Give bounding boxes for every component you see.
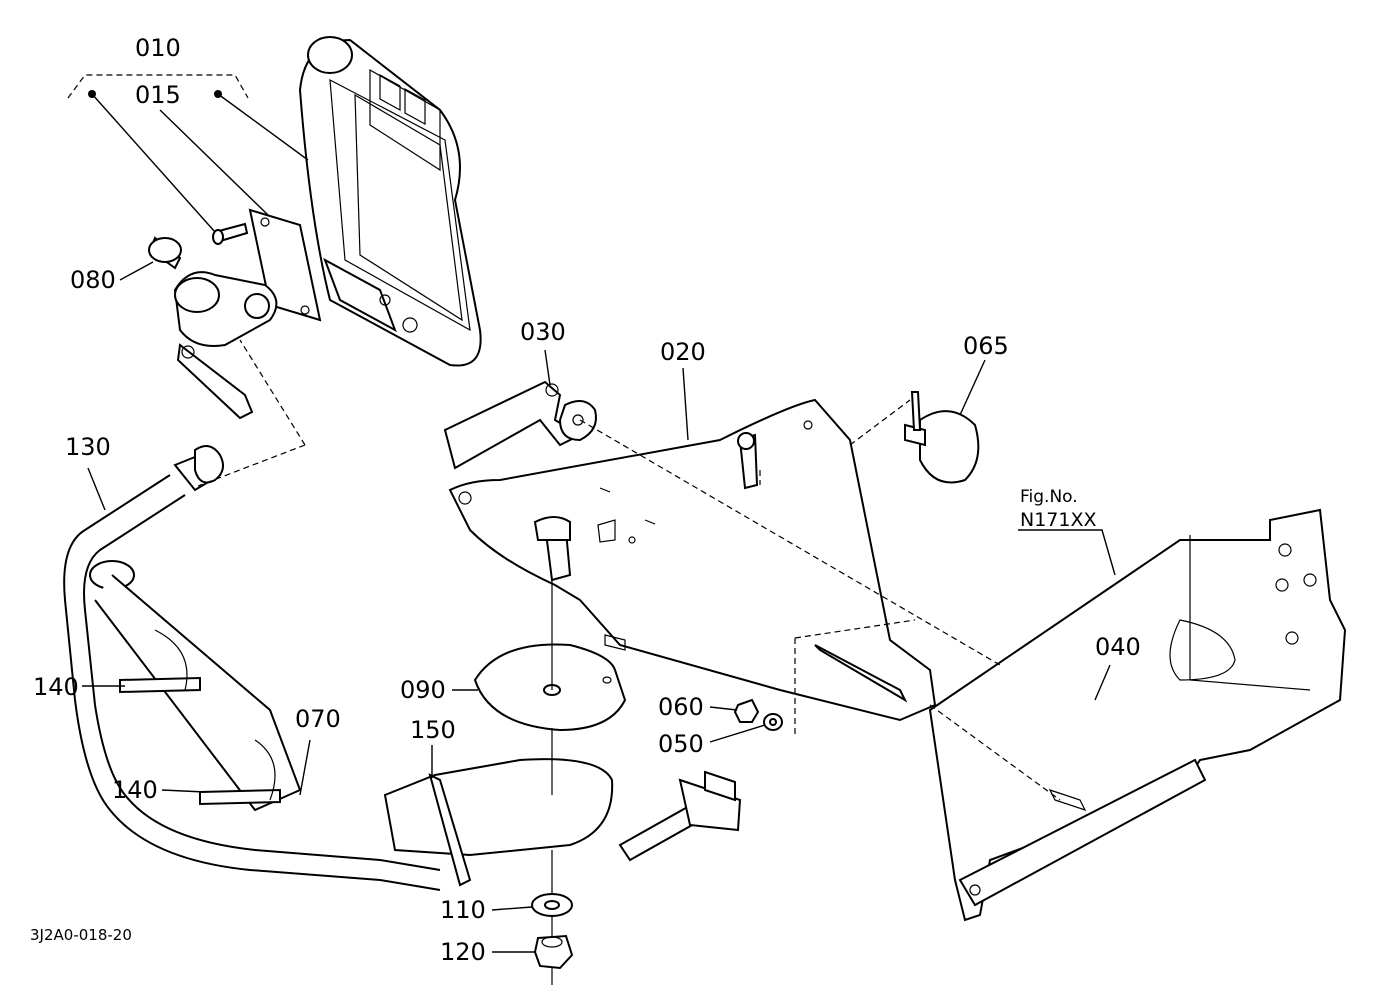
callout-050: 050 bbox=[658, 730, 704, 758]
callout-090: 090 bbox=[400, 676, 446, 704]
mount-bracket bbox=[173, 208, 322, 420]
leader-lines bbox=[67, 74, 1116, 985]
screw-015 bbox=[212, 222, 249, 245]
cable-tie-140-upper bbox=[119, 629, 201, 694]
harness-150 bbox=[383, 758, 742, 887]
callout-150: 150 bbox=[410, 716, 456, 744]
callout-130: 130 bbox=[65, 433, 111, 461]
washer-110 bbox=[531, 893, 573, 917]
callout-065: 065 bbox=[963, 332, 1009, 360]
callout-labels: 010 015 080 030 020 065 130 140 140 070 … bbox=[30, 34, 1141, 966]
cap-080 bbox=[148, 236, 182, 270]
bracket-plate-020 bbox=[448, 398, 937, 722]
callout-040: 040 bbox=[1095, 633, 1141, 661]
callout-010: 010 bbox=[135, 34, 181, 62]
figure-number: N171XX bbox=[1020, 509, 1097, 531]
lever-030 bbox=[443, 380, 597, 470]
callout-030: 030 bbox=[520, 318, 566, 346]
callout-060: 060 bbox=[658, 693, 704, 721]
callout-070: 070 bbox=[295, 705, 341, 733]
nut-060 bbox=[733, 698, 760, 723]
display-unit bbox=[298, 36, 482, 367]
callout-080: 080 bbox=[70, 266, 116, 294]
washer-050 bbox=[763, 713, 783, 731]
vehicle-frame bbox=[928, 508, 1347, 922]
drawing-code: 3J2A0-018-20 bbox=[30, 926, 132, 944]
nut-120 bbox=[533, 934, 574, 970]
figure-label: Fig.No. bbox=[1020, 487, 1078, 507]
callout-140-upper: 140 bbox=[33, 673, 79, 701]
callout-015: 015 bbox=[135, 81, 181, 109]
plate-090 bbox=[473, 643, 627, 732]
callout-140-lower: 140 bbox=[112, 776, 158, 804]
cable-tie-065 bbox=[904, 391, 980, 484]
tube-arm bbox=[63, 445, 441, 891]
cable-tie-140-lower bbox=[199, 739, 281, 806]
callout-120: 120 bbox=[440, 938, 486, 966]
callout-110: 110 bbox=[440, 896, 486, 924]
callout-020: 020 bbox=[660, 338, 706, 366]
